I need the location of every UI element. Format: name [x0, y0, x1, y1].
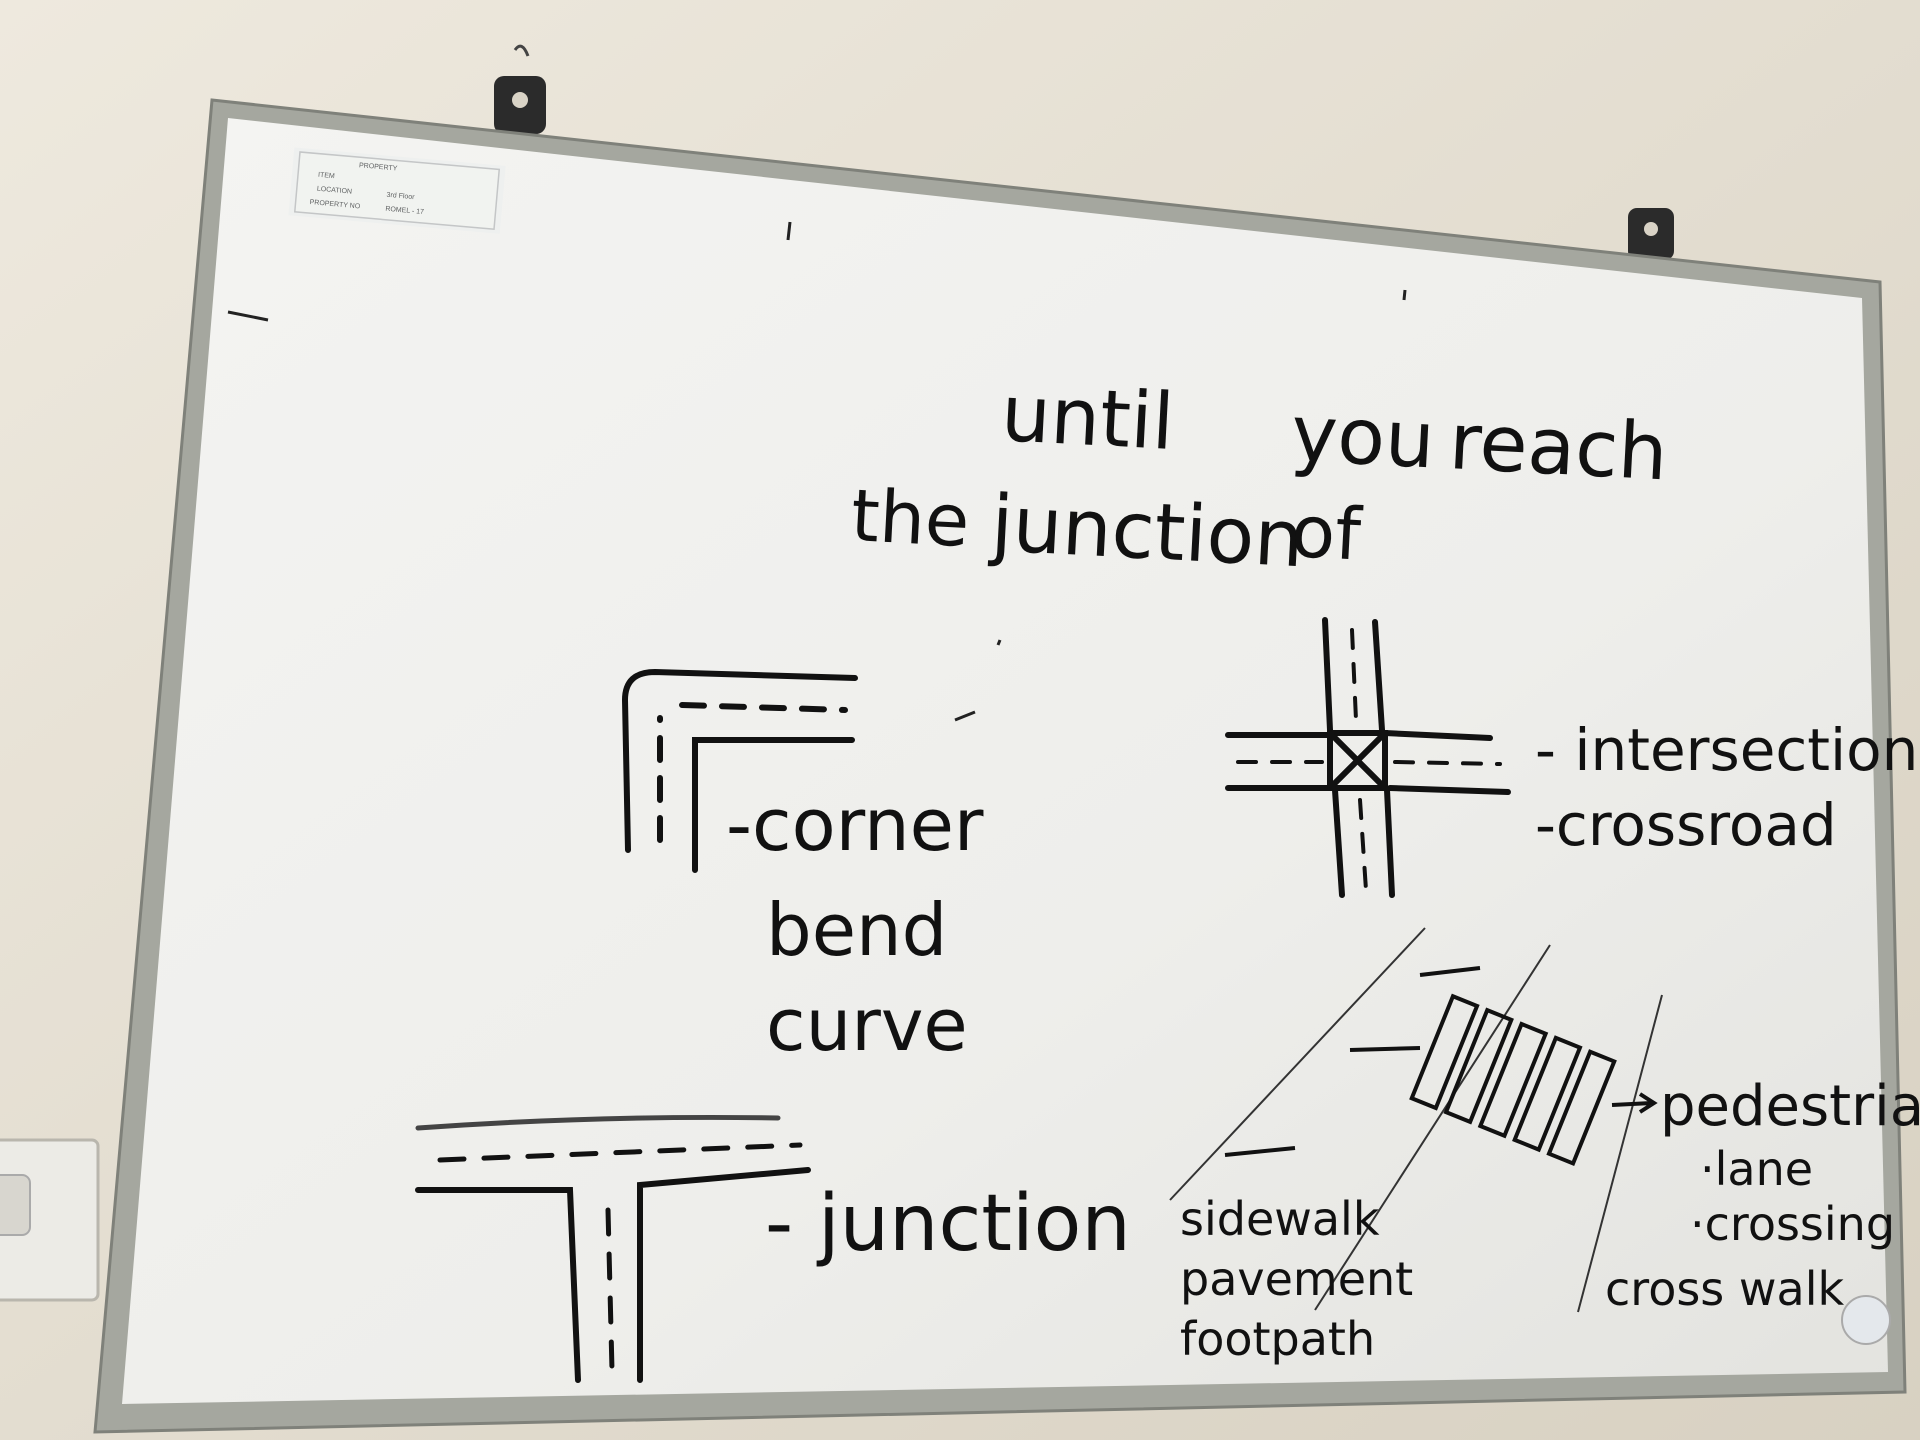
- marker-specks: [227, 221, 1407, 722]
- road-edge-line: [1577, 994, 1663, 1313]
- sidewalk-term-footpath: footpath: [1180, 1312, 1375, 1366]
- crosswalk-term-lane: ·lane: [1700, 1142, 1813, 1196]
- sidewalk-term-pavement: pavement: [1180, 1252, 1413, 1306]
- crosswalk-stripe: [1443, 1007, 1514, 1125]
- intersection-centerlines: [1236, 628, 1502, 892]
- property-label-key-item: ITEM: [318, 172, 335, 180]
- intersection-road-horizontal-top: [1225, 730, 1493, 741]
- corner-terms: -corner bend curve: [726, 783, 984, 1067]
- intersection-terms: - intersection -crossroad: [1535, 716, 1918, 859]
- property-label-value-number: ROMEL - 17: [385, 206, 424, 216]
- heading-word-of: of: [1289, 489, 1364, 577]
- crosswalk-stripe: [1409, 993, 1480, 1111]
- junction-terms: - junction: [765, 1179, 1131, 1269]
- heading-word-you: you: [1289, 389, 1437, 486]
- sidewalk-outline-left: [1169, 927, 1426, 1201]
- property-label-title: PROPERTY: [359, 162, 398, 172]
- junction-road-top: [415, 1114, 781, 1131]
- wall-outlet: [0, 1138, 100, 1302]
- heading-word-the: the: [849, 473, 971, 563]
- crosswalk-arrow: [1611, 1092, 1658, 1114]
- crosswalk-term-pedestrian: pedestrian: [1660, 1074, 1920, 1139]
- board-sticker: [1841, 1295, 1891, 1345]
- intersection-diagram: [1225, 617, 1511, 898]
- sidewalk-terms: sidewalk pavement footpath: [1180, 1192, 1413, 1366]
- sidewalk-dash-marks: [1224, 966, 1481, 1157]
- intersection-road-horizontal-bottom: [1225, 785, 1511, 795]
- corner-term-bend: bend: [766, 888, 947, 972]
- crosswalk-term-cross-walk: cross walk: [1605, 1262, 1844, 1316]
- junction-road-centerline: [437, 1142, 803, 1373]
- heading-word-until: until: [999, 369, 1176, 468]
- property-label-key-number: PROPERTY NO: [309, 199, 361, 210]
- crosswalk-stripe: [1512, 1035, 1583, 1153]
- property-label-value-location: 3rd Floor: [386, 192, 415, 201]
- junction-term-junction: - junction: [765, 1179, 1131, 1269]
- crosswalk-stripe: [1477, 1021, 1549, 1139]
- corner-road-inner: [692, 737, 855, 873]
- crosswalk-diagram: [1409, 993, 1617, 1167]
- intersection-box: [1327, 730, 1388, 791]
- junction-road-lower-left: [415, 1187, 581, 1383]
- intersection-term-intersection: - intersection: [1535, 716, 1918, 784]
- corner-term-curve: curve: [766, 983, 968, 1067]
- hanging-hook-right: [1628, 208, 1674, 260]
- intersection-road-vertical-right: [1372, 619, 1395, 898]
- corner-road-centerline: [657, 702, 848, 843]
- intersection-term-crossroad: -crossroad: [1535, 791, 1837, 859]
- board-heading: until you reach the junction of: [849, 369, 1670, 585]
- crosswalk-stripe: [1546, 1049, 1617, 1167]
- sidewalk-outline-right: [1314, 944, 1551, 1311]
- junction-road-lower-right: [637, 1167, 811, 1383]
- property-label-key-location: LOCATION: [317, 186, 353, 196]
- corner-road-outer: [621, 668, 858, 853]
- corner-term-corner: -corner: [726, 783, 984, 867]
- crosswalk-terms: pedestrian ·lane ·crossing cross walk: [1605, 1074, 1920, 1316]
- heading-word-junction: junction: [987, 479, 1306, 585]
- sidewalk-diagram: [1169, 927, 1663, 1313]
- intersection-box-cross: [1327, 730, 1388, 791]
- junction-diagram: [415, 1114, 811, 1383]
- intersection-road-vertical-left: [1322, 617, 1345, 898]
- crosswalk-term-crossing: ·crossing: [1690, 1197, 1895, 1251]
- hanging-hook-left: [494, 44, 546, 134]
- sidewalk-term-sidewalk: sidewalk: [1180, 1192, 1380, 1246]
- property-label: PROPERTY ITEM LOCATION 3rd Floor PROPERT…: [288, 147, 506, 234]
- corner-diagram: [621, 668, 858, 873]
- heading-word-reach: reach: [1447, 397, 1670, 498]
